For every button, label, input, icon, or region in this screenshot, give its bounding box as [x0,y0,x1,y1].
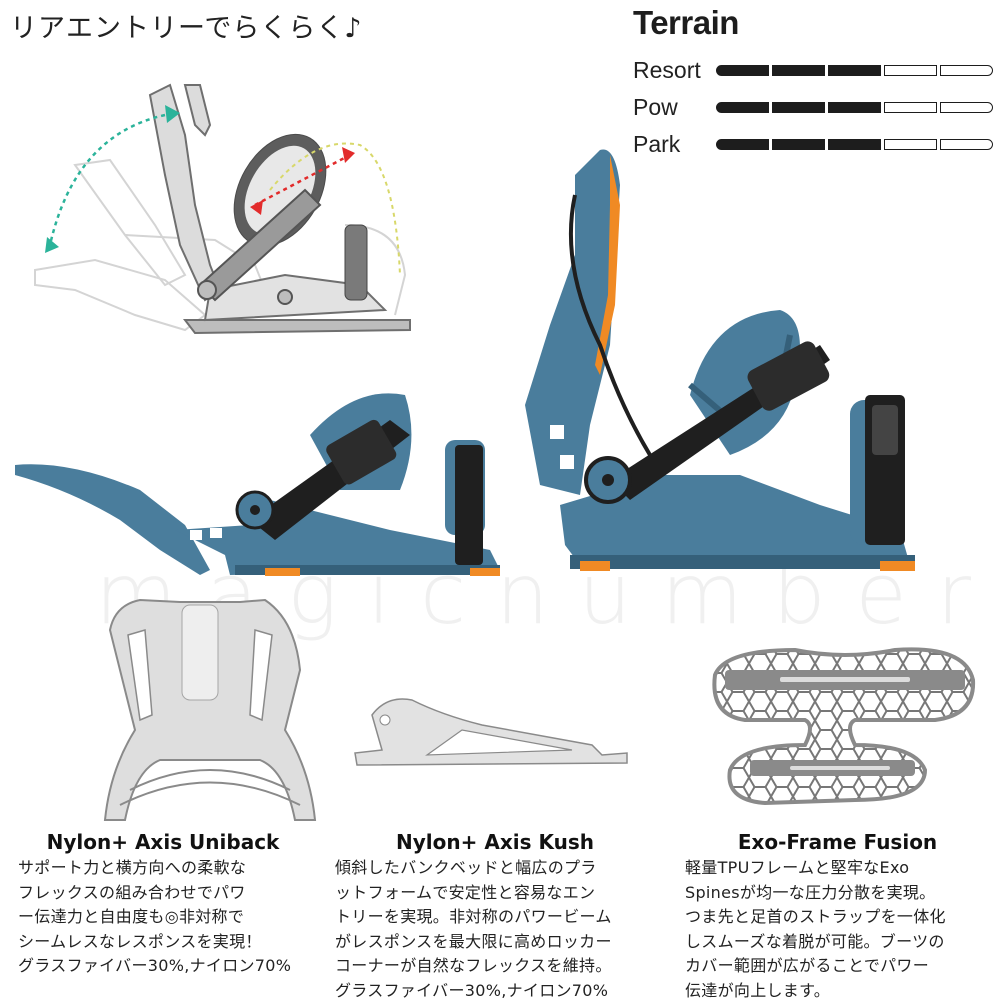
feature-description: サポート力と横方向への柔軟な フレックスの組み合わせでパワ ー伝達力と自由度も◎… [18,858,292,975]
feature-uniback: Nylon+ Axis Uniback サポート力と横方向への柔軟な フレックス… [18,830,308,979]
rear-entry-diagram [34,83,411,335]
terrain-row-pow: Pow [633,89,1005,126]
terrain-row-resort: Resort [633,52,1005,89]
rating-bar [716,102,993,113]
rating-segment-filled [716,102,769,113]
feature-description: 傾斜したバンクベッドと幅広のプラ ットフォームで安定性と容易なエン トリーを実現… [335,858,612,1000]
feature-title: Exo-Frame Fusion [737,830,938,854]
terrain-label: Pow [633,94,678,120]
rating-segment-empty [884,139,937,150]
exo-frame-illustration [712,647,976,806]
watermark-letter: n [495,545,553,643]
terrain-label: Resort [633,57,701,83]
feature-description: 軽量TPUフレームと堅牢なExo Spinesが均一な圧力分散を実現。 つま先と… [685,858,946,1000]
binding-upright-photo [525,149,915,571]
uniback-illustration [103,598,317,821]
rating-segment-filled [716,139,769,150]
terrain-label: Park [633,131,681,157]
rating-segment-filled [828,102,881,113]
feature-title: Nylon+ Axis Kush [396,830,594,854]
feature-kush: Nylon+ Axis Kush 傾斜したバンクベッドと幅広のプラ ットフォーム… [335,830,655,1003]
rating-bar [716,139,993,150]
feature-exo-frame: Exo-Frame Fusion 軽量TPUフレームと堅牢なExo Spines… [685,830,990,1003]
terrain-title: Terrain [633,4,739,41]
rating-segment-empty [940,102,993,113]
terrain-row-park: Park [633,126,1005,163]
rating-segment-filled [772,102,825,113]
headline: リアエントリーでらくらく♪ [10,13,363,44]
kush-illustration [354,698,628,766]
rating-segment-empty [884,102,937,113]
rating-segment-empty [940,65,993,76]
rating-bar [716,65,993,76]
rating-segment-empty [940,139,993,150]
rating-segment-filled [716,65,769,76]
rating-segment-filled [828,139,881,150]
rating-segment-filled [828,65,881,76]
rating-segment-empty [884,65,937,76]
rating-segment-filled [772,65,825,76]
rating-segment-filled [772,139,825,150]
binding-reclined-photo [15,393,500,576]
feature-title: Nylon+ Axis Uniback [46,830,280,854]
watermark-letter: r [936,545,975,643]
